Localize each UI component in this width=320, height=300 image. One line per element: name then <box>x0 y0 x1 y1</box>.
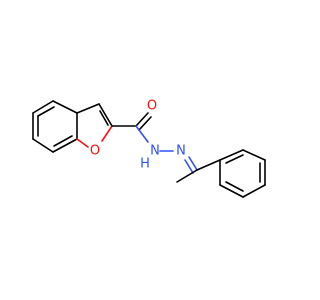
bond <box>76 103 100 114</box>
bond-double-inner <box>225 154 244 164</box>
bond-double-inner <box>99 110 109 126</box>
substituents <box>176 159 221 183</box>
bond <box>98 103 113 127</box>
bond-double-inner <box>53 135 73 147</box>
atom-h-amide: H <box>140 157 150 172</box>
atom-o-carbonyl: O <box>147 99 157 114</box>
phenyl-ring <box>219 149 266 198</box>
atom-n-amide: N <box>150 144 160 159</box>
bond-double-inner <box>37 106 55 117</box>
atom-o-furan: O <box>90 144 100 159</box>
molecule-structure-diagram: O O N H N <box>32 99 266 198</box>
bond <box>188 156 198 171</box>
bond <box>138 116 152 131</box>
benzofuran-furan-ring <box>76 103 113 148</box>
bond <box>52 100 78 114</box>
bond <box>52 138 78 153</box>
bond <box>219 149 244 161</box>
bond <box>32 138 54 153</box>
bond <box>184 159 194 174</box>
hydrazone-linkage <box>159 150 198 174</box>
bond-double-inner <box>225 181 244 192</box>
bond <box>135 125 149 143</box>
bond <box>135 112 149 127</box>
atom-labels: O O N H N <box>90 99 186 172</box>
amide-group <box>111 112 152 143</box>
bond <box>32 100 54 114</box>
bond <box>196 159 221 171</box>
bond <box>219 184 244 198</box>
bond <box>242 149 266 161</box>
benzofuran-benzene-ring <box>32 100 78 153</box>
atom-n-imine: N <box>176 144 186 159</box>
bond <box>242 184 266 198</box>
bond <box>176 169 198 183</box>
bond <box>76 138 89 148</box>
bond <box>101 125 113 142</box>
